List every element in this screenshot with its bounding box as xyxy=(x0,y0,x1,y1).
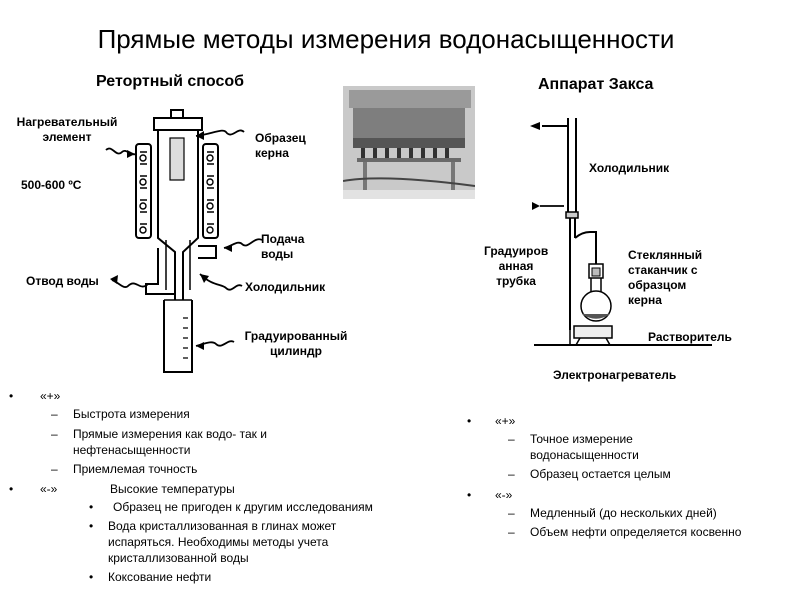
bullet: • xyxy=(9,389,14,403)
heater-right xyxy=(202,143,219,239)
cylinder-label-line2: цилиндр xyxy=(270,344,322,358)
glass-label-line4: керна xyxy=(628,293,662,307)
apparatus-photo xyxy=(343,86,475,199)
tube-label-line2: анная xyxy=(498,259,534,273)
sample-label-line1: Образец xyxy=(255,131,306,145)
sample-leader xyxy=(195,129,245,137)
saks-plus-item: Точное измерение xyxy=(530,432,633,446)
retort-minus-heading: Высокие температуры xyxy=(110,482,235,496)
solvent-label: Растворитель xyxy=(648,330,732,344)
retort-minus-item: Коксование нефти xyxy=(108,570,212,584)
dash: – xyxy=(51,407,58,421)
saks-minus-item: Объем нефти определяется косвенно xyxy=(530,525,742,539)
drain-leader xyxy=(111,279,149,288)
retort-plus-item: Быстрота измерения xyxy=(73,407,190,421)
water-drain-pipe xyxy=(145,248,175,295)
retort-minus-item: испаряться. Необходимы методы учета xyxy=(108,535,329,549)
saks-plus-item: Образец остается целым xyxy=(530,467,671,481)
dash: – xyxy=(508,525,515,539)
cylinder-label-line1: Градуированный xyxy=(244,329,348,343)
bullet: • xyxy=(89,519,94,533)
bullet: • xyxy=(467,414,472,428)
saks-plus-item: водонасыщенности xyxy=(530,448,639,462)
electric-heater-label: Электронагреватель xyxy=(553,368,677,382)
feed-label-line2: воды xyxy=(261,247,294,261)
core-sample xyxy=(169,137,185,181)
saks-minus-label: «-» xyxy=(495,488,513,502)
graduated-cylinder xyxy=(163,300,193,373)
bullet: • xyxy=(89,500,94,514)
bullet: • xyxy=(467,488,472,502)
heater-label-line1: Нагревательный xyxy=(16,115,118,129)
dash: – xyxy=(51,427,58,441)
page-title: Прямые методы измерения водонасыщенности xyxy=(97,24,675,54)
retort-plus-item: нефтенасыщенности xyxy=(73,443,191,457)
condenser-column xyxy=(567,118,577,212)
sample-label-line2: керна xyxy=(255,146,289,160)
retort-minus-item: Вода кристаллизованная в глинах может xyxy=(108,519,337,533)
flask xyxy=(580,290,612,322)
dash: – xyxy=(508,467,515,481)
saks-minus-item: Медленный (до нескольких дней) xyxy=(530,506,717,520)
retort-plus-label: «+» xyxy=(40,389,61,403)
retort-top-flange xyxy=(153,117,203,131)
temperature-label: 500-600 ºС xyxy=(21,178,82,192)
heater-label-line2: элемент xyxy=(42,130,92,144)
retort-minus-label: «-» xyxy=(40,482,58,496)
glass-label-line3: образцом xyxy=(628,278,687,292)
top-outlet-arrow xyxy=(530,122,540,130)
heater-left xyxy=(135,143,152,239)
retort-plus-item: Приемлемая точность xyxy=(73,462,198,476)
bullet: • xyxy=(9,482,14,496)
dash: – xyxy=(51,462,58,476)
drain-label: Отвод воды xyxy=(26,274,99,288)
graduated-tube xyxy=(569,218,576,330)
tube-label-line3: трубка xyxy=(496,274,536,288)
electric-heater xyxy=(573,325,613,339)
retort-plus-item: Прямые измерения как водо- так и xyxy=(73,427,267,441)
dash: – xyxy=(508,506,515,520)
retort-minus-item: кристаллизованной воды xyxy=(108,551,249,565)
tube-label-line1: Градуиров xyxy=(484,244,549,258)
cooler-label-left: Холодильник xyxy=(245,280,326,294)
water-feed-pipe xyxy=(198,245,217,259)
retort-minus-item: Образец не пригоден к другим исследовани… xyxy=(113,500,373,514)
cooler-leader xyxy=(199,273,243,291)
dash: – xyxy=(508,432,515,446)
saks-heading: Аппарат Закса xyxy=(538,76,654,93)
saks-plus-label: «+» xyxy=(495,414,516,428)
bullet: • xyxy=(89,570,94,584)
cooler-label-right: Холодильник xyxy=(589,161,670,175)
glass-label-line2: стаканчик с xyxy=(628,263,698,277)
glass-label-line1: Стеклянный xyxy=(628,248,703,262)
retort-heading: Ретортный способ xyxy=(96,73,245,90)
feed-label-line1: Подача xyxy=(261,232,305,246)
